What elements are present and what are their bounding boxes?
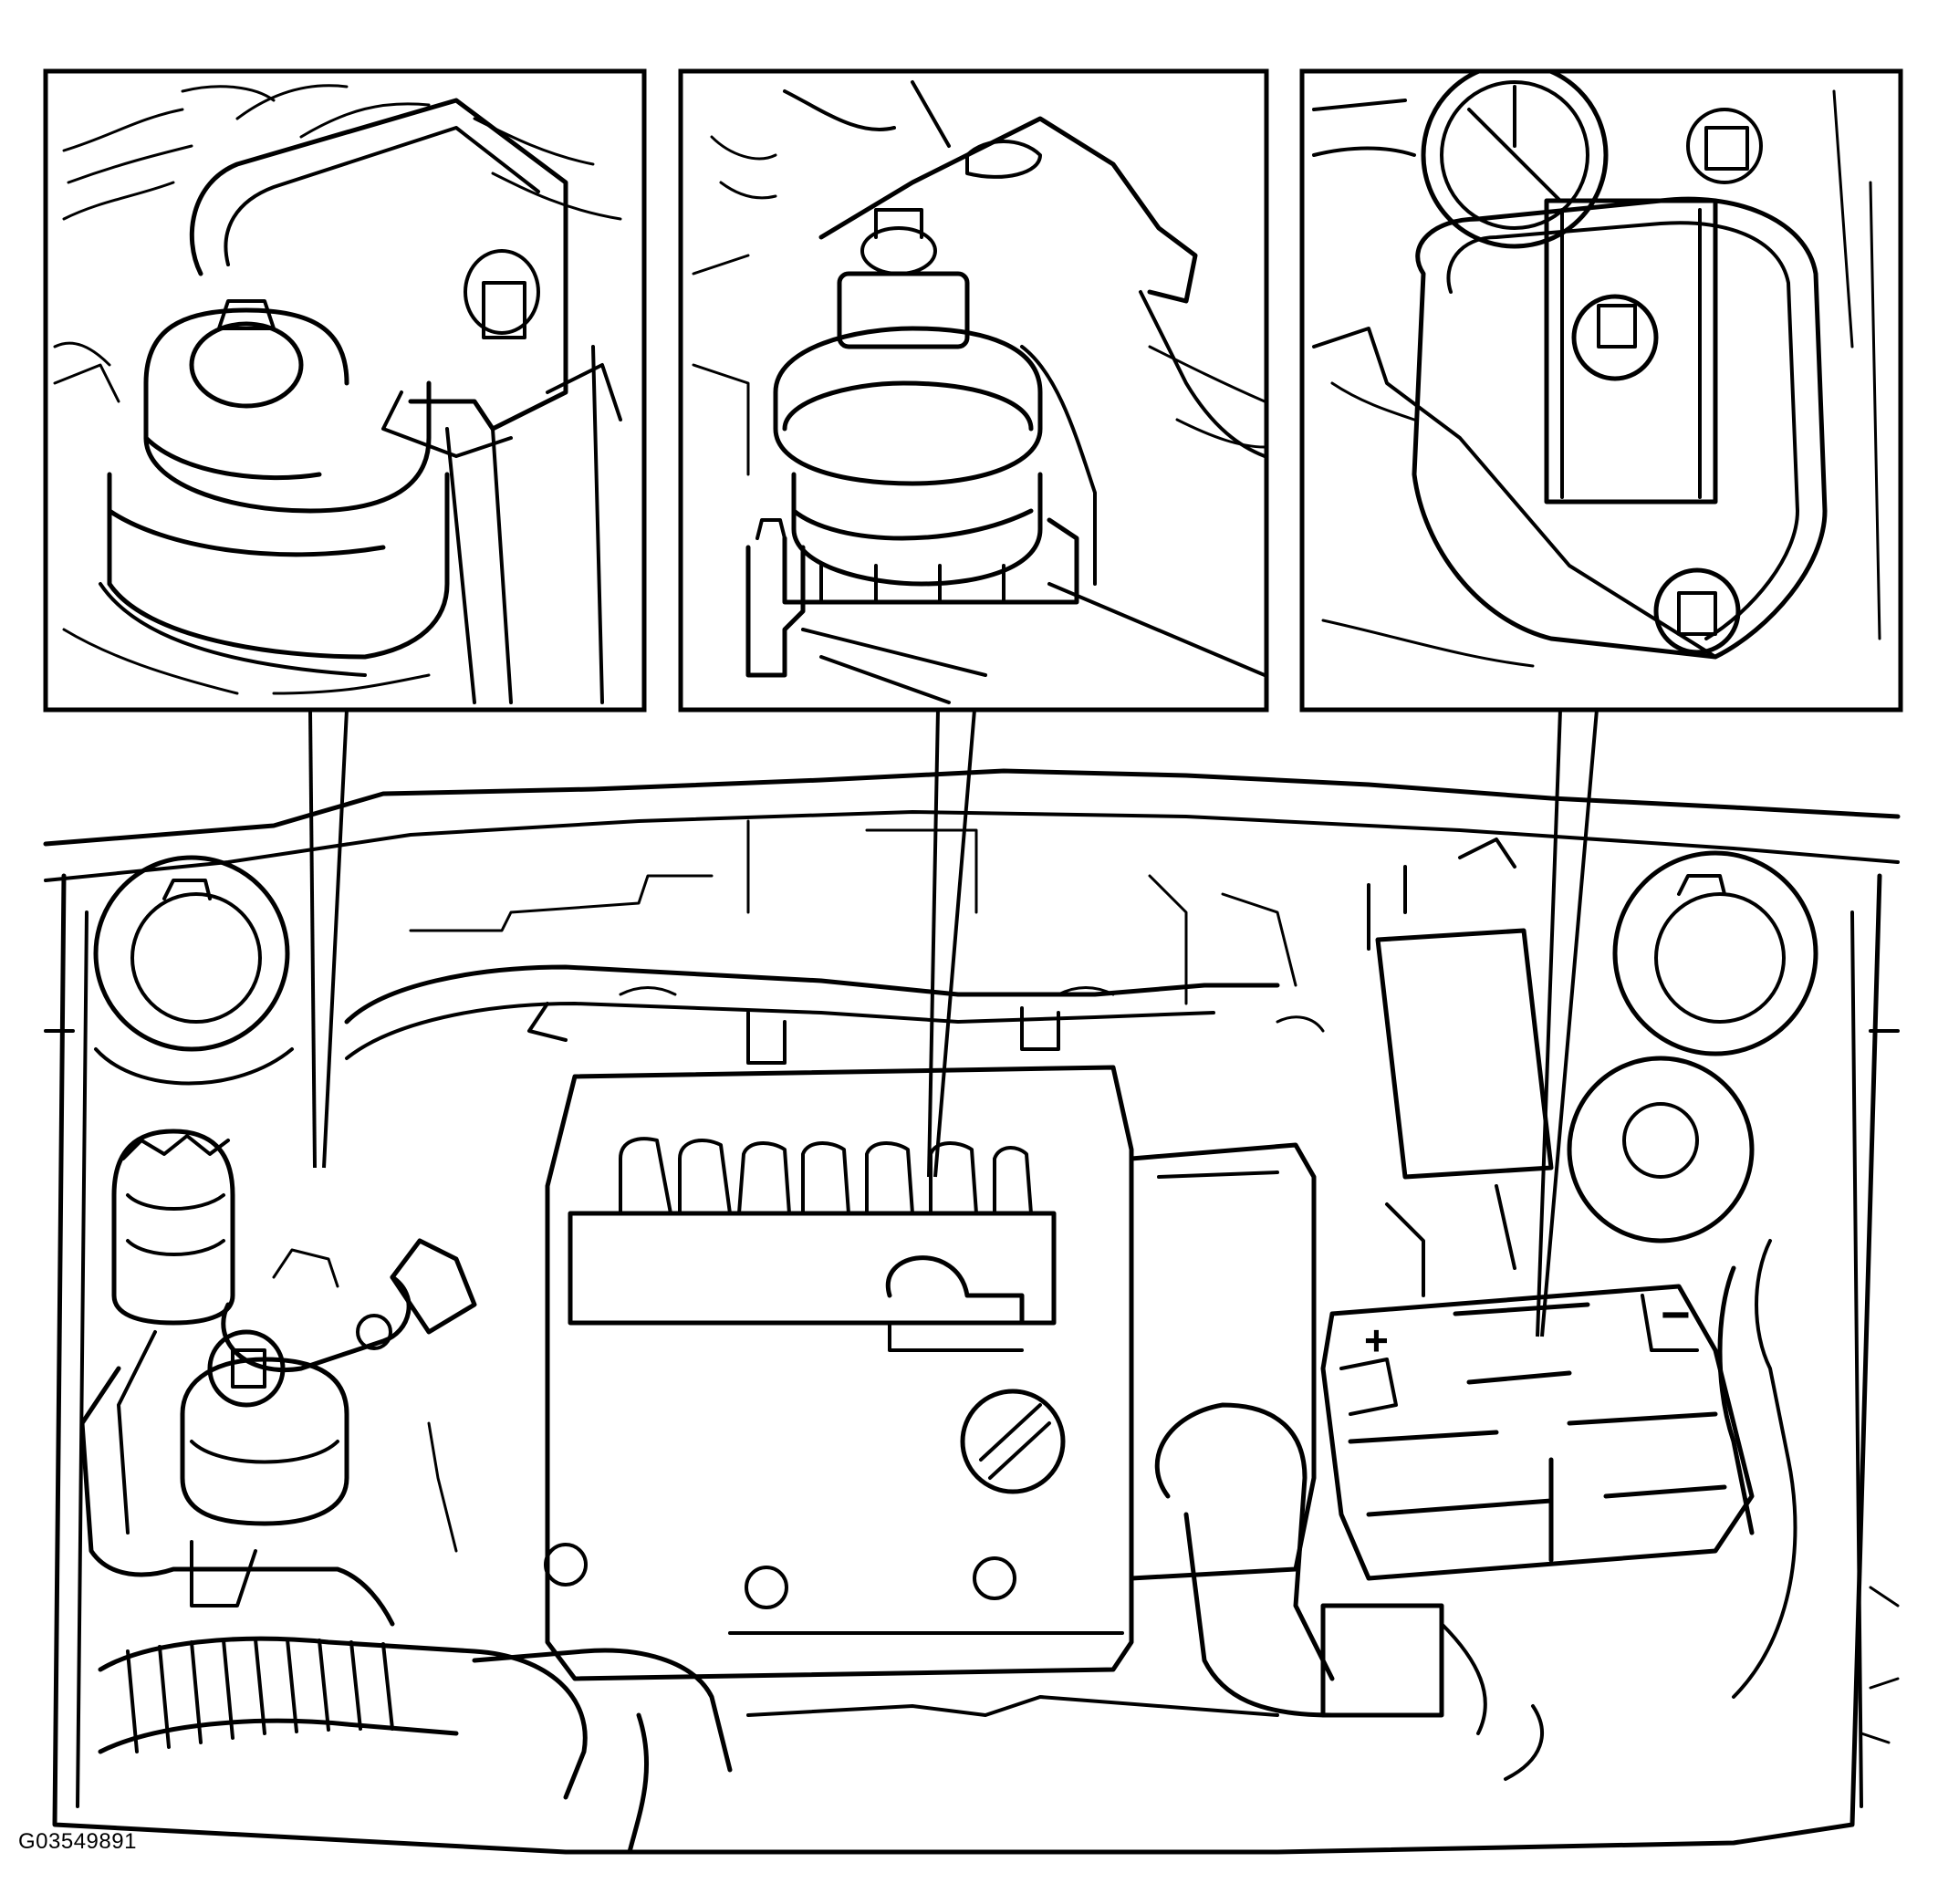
battery: + − — [1320, 1284, 1755, 1781]
detail-view-right — [1299, 68, 1903, 713]
battery-negative-terminal-label: − — [1661, 1285, 1691, 1343]
callout-leaders — [308, 709, 1599, 1337]
main-engine-view: + − — [43, 768, 1901, 1855]
detail-view-left — [43, 68, 647, 713]
detail-view-center — [678, 68, 1269, 713]
battery-positive-terminal-label: + — [1364, 1316, 1389, 1364]
figure-id: G03549891 — [18, 1829, 137, 1854]
